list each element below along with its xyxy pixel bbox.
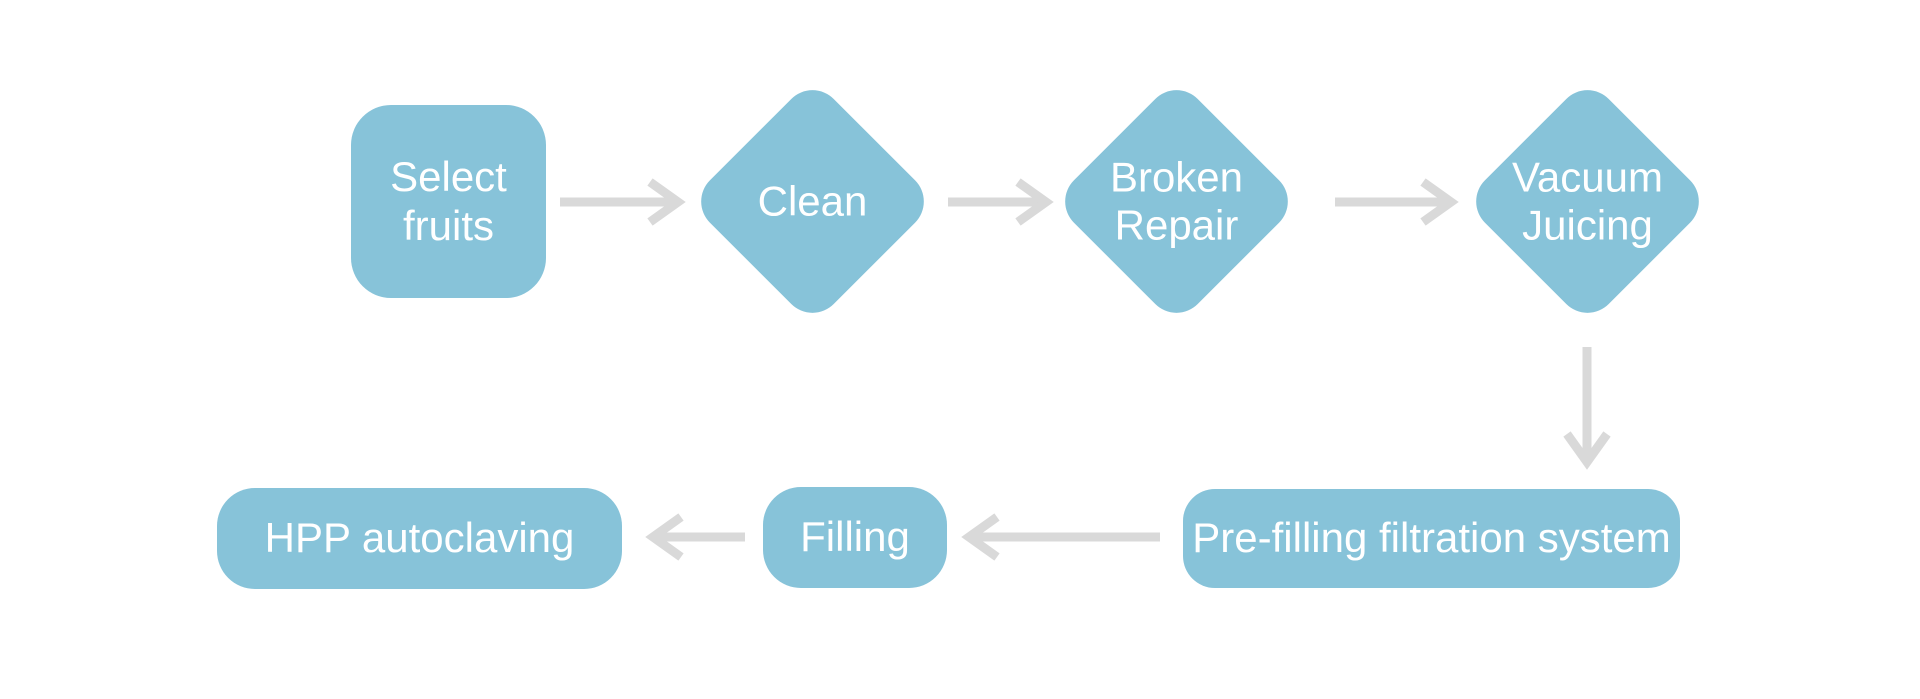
- node-vacuum-juicing: Vacuum Juicing: [1463, 77, 1712, 326]
- node-pre-filling-filtration-system: Pre-filling filtration system: [1183, 489, 1680, 588]
- arrow-vacuum-juicing-to-pre-filling: [1563, 347, 1611, 470]
- arrow-select-to-clean: [560, 178, 686, 226]
- node-select-fruits: Select fruits: [351, 105, 546, 298]
- node-filling: Filling: [763, 487, 947, 588]
- arrow-broken-repair-to-vacuum-juicing: [1335, 178, 1459, 226]
- node-broken-repair-label: Broken Repair: [1109, 152, 1244, 249]
- arrow-filling-to-hpp-autoclaving: [645, 513, 745, 561]
- node-filling-label: Filling: [800, 513, 910, 561]
- node-pre-filling-label: Pre-filling filtration system: [1192, 514, 1671, 562]
- arrow-clean-to-broken-repair: [948, 178, 1054, 226]
- node-clean-label: Clean: [757, 177, 868, 225]
- node-vacuum-juicing-label: Vacuum Juicing: [1512, 152, 1663, 249]
- node-select-fruits-label: Select fruits: [390, 152, 507, 249]
- node-hpp-autoclaving-label: HPP autoclaving: [264, 514, 575, 562]
- node-broken-repair: Broken Repair: [1052, 77, 1301, 326]
- node-clean: Clean: [688, 77, 937, 326]
- node-hpp-autoclaving: HPP autoclaving: [217, 488, 622, 589]
- arrow-pre-filling-to-filling: [961, 513, 1160, 561]
